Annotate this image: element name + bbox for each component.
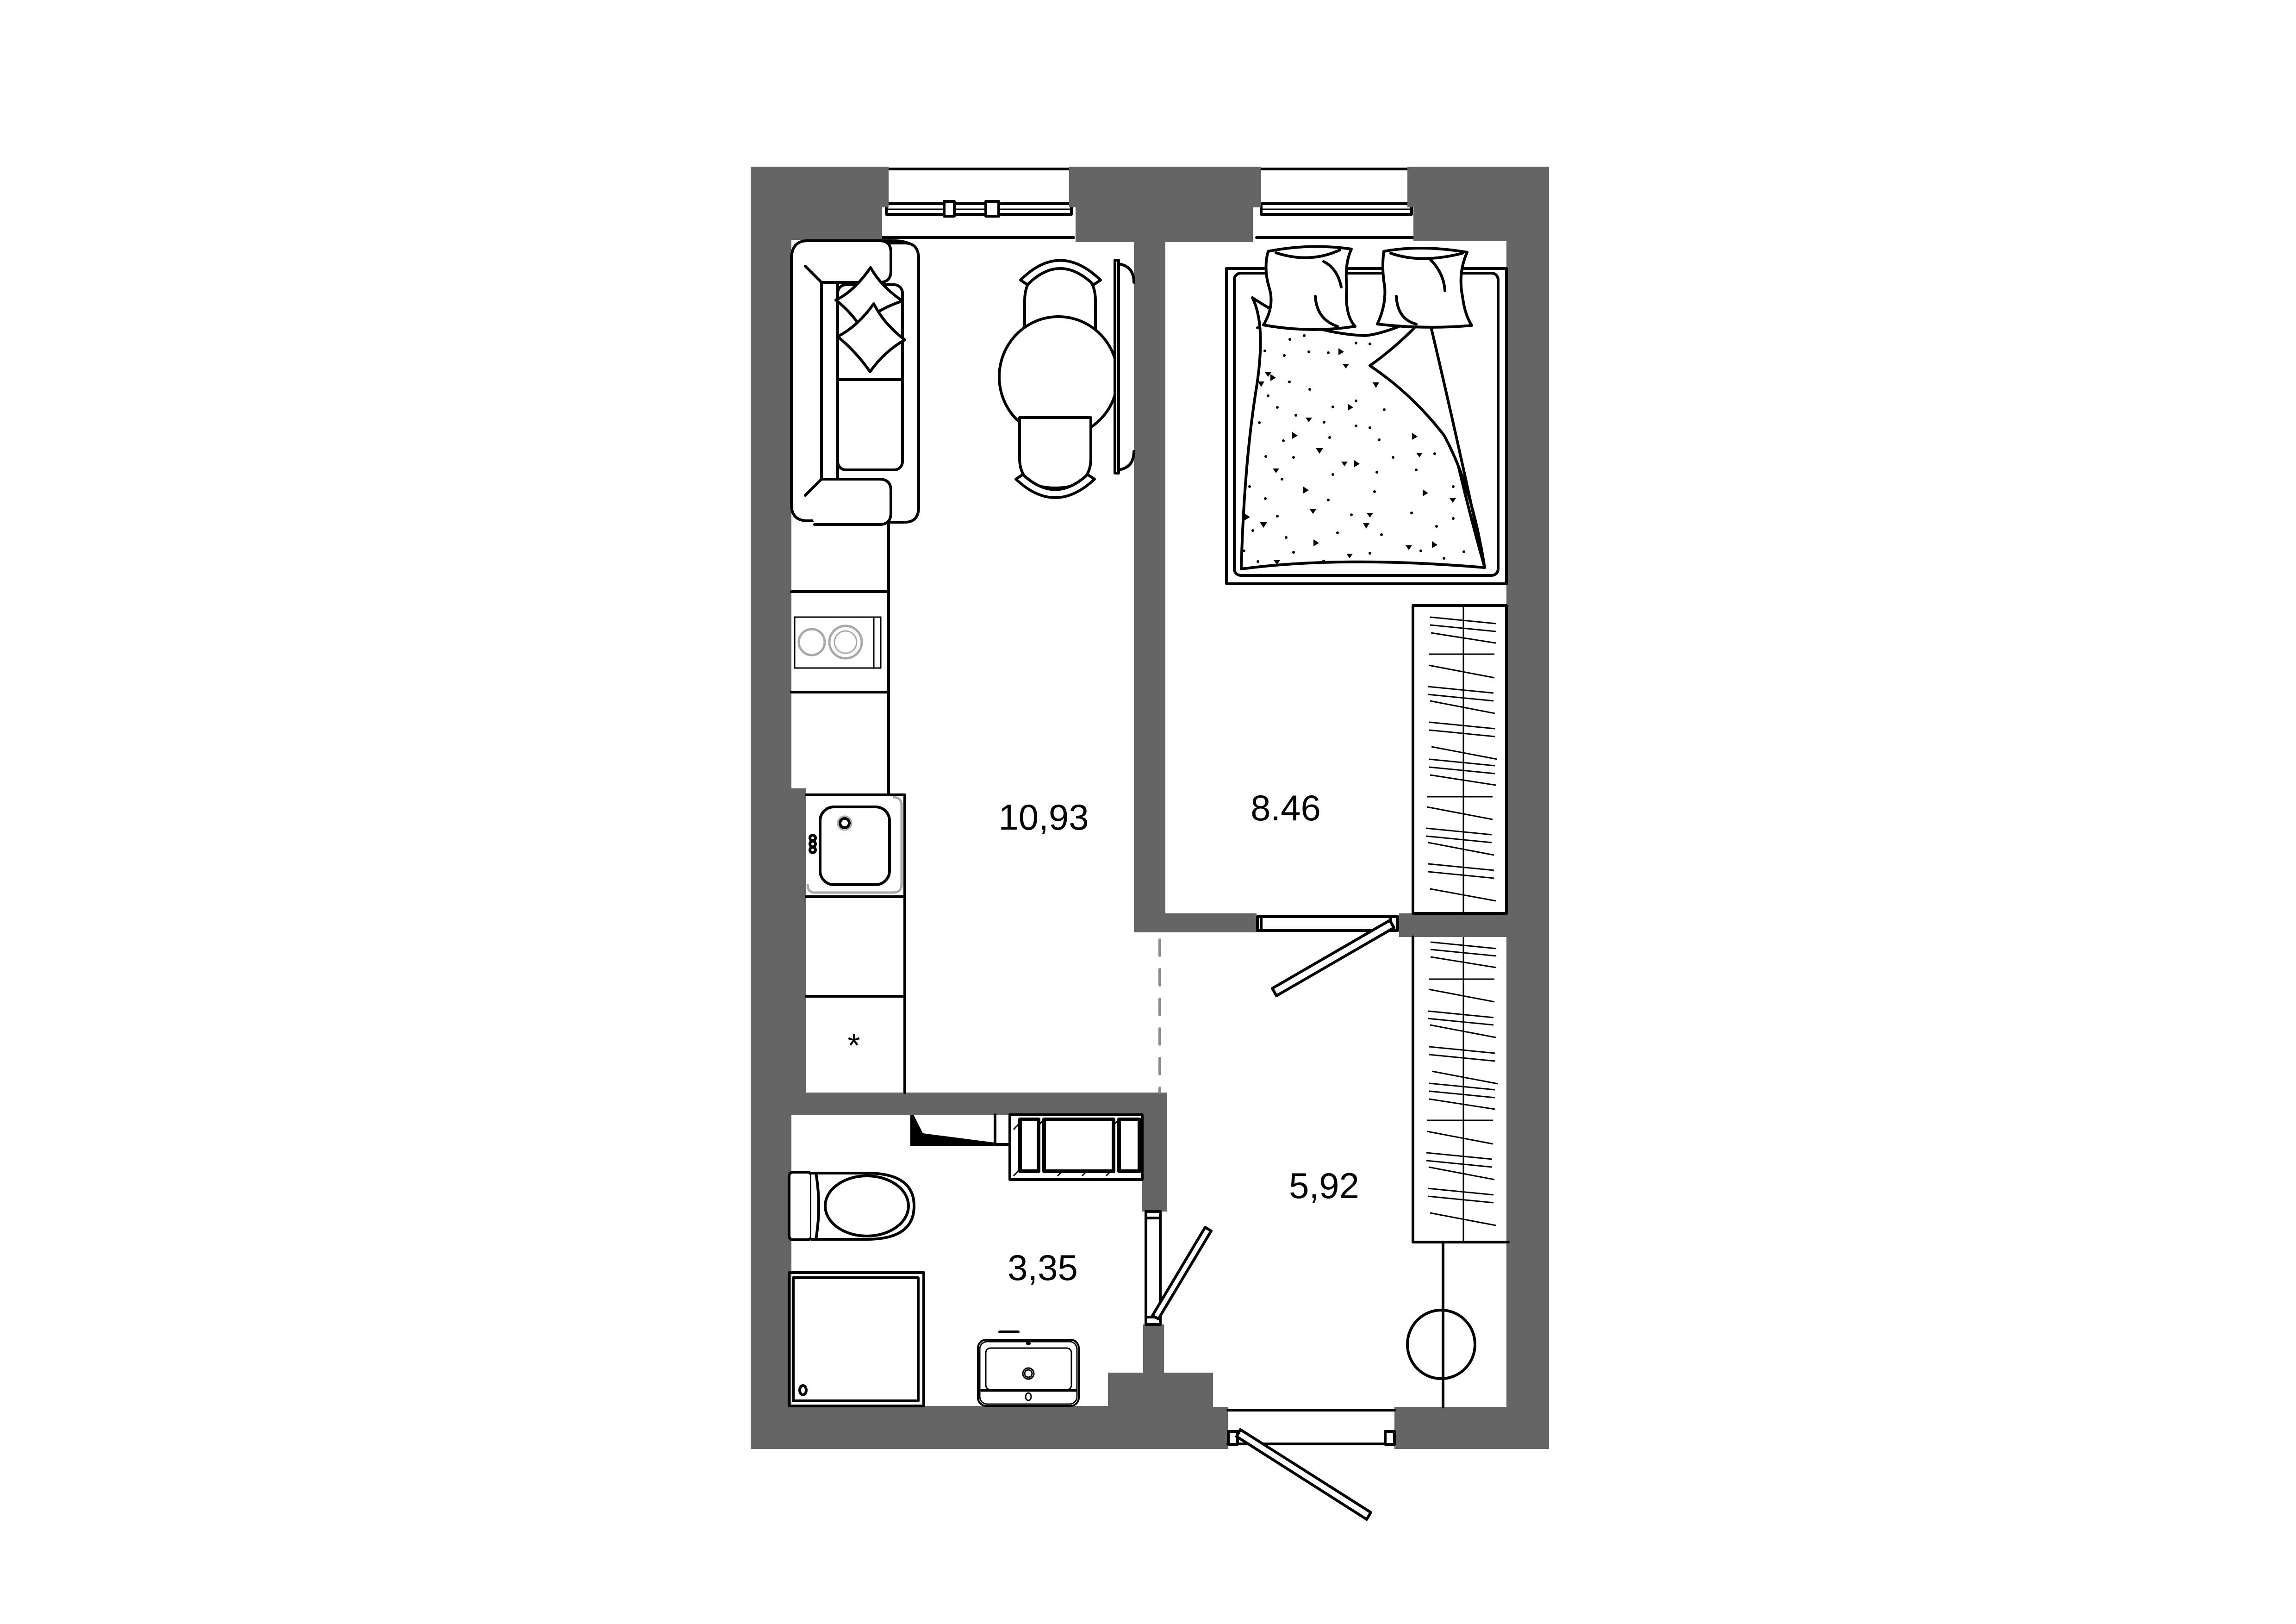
pillow-icon (1262, 245, 1473, 331)
room-area-hallway: 5,92 (1289, 1165, 1359, 1206)
door-icon-bedroom (1256, 915, 1399, 997)
room-area-bathroom: 3,35 (1008, 1247, 1078, 1288)
bed-blanket (1240, 296, 1486, 570)
toilet-icon (788, 1171, 915, 1241)
hob-icon (794, 616, 882, 669)
washbasin-icon (977, 1330, 1080, 1407)
kitchen-counter (790, 523, 906, 1094)
window-icon-bedroom (1255, 168, 1418, 239)
room-area-living-kitchen: 10,93 (998, 797, 1089, 837)
shower-tray-icon (788, 1271, 925, 1407)
door-icon-bathroom (1145, 1210, 1213, 1326)
boiler-icon (1406, 1241, 1476, 1408)
window-icon-living (881, 168, 1075, 239)
dining-table-icon (998, 259, 1119, 499)
room-area-bedroom: 8.46 (1251, 787, 1321, 828)
sofa-icon (790, 239, 920, 526)
blanket-pattern (1243, 326, 1465, 565)
cushion-icon (834, 266, 906, 373)
kitchen-appliance-marker: * (847, 1027, 860, 1063)
bed-icon (1225, 267, 1508, 585)
walls (751, 167, 1549, 1449)
wardrobe-icon-hallway (1412, 936, 1510, 1243)
heater-icon (910, 1113, 1144, 1181)
wardrobe-icon-bedroom (1412, 604, 1508, 915)
radiator-icon (1114, 259, 1135, 475)
door-icon-entrance (1226, 1409, 1396, 1521)
kitchen-sink-icon (806, 796, 903, 894)
